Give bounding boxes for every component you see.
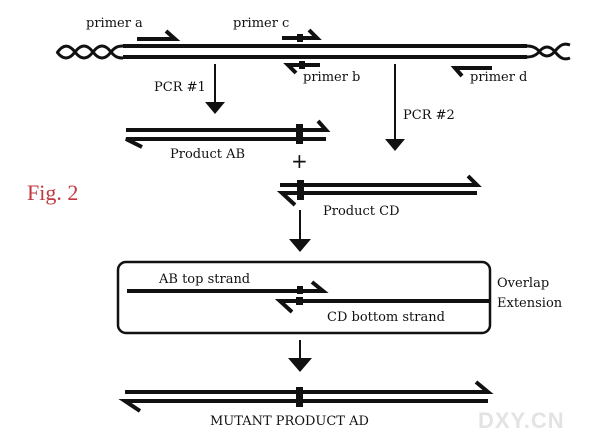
- product-ab-top-strand: [126, 119, 331, 132]
- ab-top-strand-label: AB top strand: [159, 272, 251, 287]
- primer-a-arrow: [137, 29, 181, 41]
- product-cd-mutation-mark: [297, 180, 304, 200]
- template-right-helix-2: [526, 45, 571, 61]
- primer-d-arrow: [450, 66, 492, 78]
- product-cd: [276, 174, 482, 207]
- extension-label: Extension: [497, 296, 563, 311]
- product-ab: [125, 119, 331, 149]
- primer-c-label: primer c: [233, 16, 290, 31]
- mutant-mutation-mark: [296, 387, 303, 407]
- overlap-label: Overlap: [497, 276, 550, 291]
- mutant-product-label: MUTANT PRODUCT AD: [210, 414, 369, 429]
- template-right-helix: [526, 42, 571, 58]
- watermark: DXY.CN: [478, 408, 565, 433]
- product-ab-label: Product AB: [170, 147, 246, 162]
- mutant-product-ad: [118, 380, 494, 413]
- cd-bottom-strand-line: [274, 299, 489, 314]
- cd-bottom-mutation-mark: [296, 297, 303, 305]
- product-cd-top-strand: [280, 174, 482, 187]
- pcr1-arrow-head: [205, 102, 225, 114]
- product-ab-mutation-mark: [296, 124, 303, 144]
- arrow-to-mutant-head: [288, 358, 312, 372]
- mutant-top-strand: [125, 380, 494, 394]
- product-cd-label: Product CD: [323, 204, 400, 219]
- pcr1-label: PCR #1: [154, 80, 206, 95]
- template-dna: [55, 42, 571, 61]
- plus-sign: +: [291, 149, 308, 173]
- primer-b-label: primer b: [303, 70, 361, 85]
- ab-top-strand-line: [127, 280, 329, 293]
- cd-bottom-strand-label: CD bottom strand: [327, 310, 445, 325]
- primer-b-mutation-mark: [299, 61, 305, 69]
- primer-a-label: primer a: [86, 16, 143, 31]
- product-ab-bottom-strand: [125, 137, 326, 149]
- ab-top-mutation-mark: [297, 286, 303, 294]
- primer-c-arrow: [282, 28, 322, 40]
- primer-c-mutation-mark: [297, 34, 303, 42]
- pcr2-label: PCR #2: [403, 108, 455, 123]
- figure-label: Fig. 2: [27, 180, 79, 205]
- primer-d-label: primer d: [470, 70, 528, 85]
- pcr2-arrow-head: [385, 139, 405, 151]
- template-left-helix-2: [55, 44, 124, 60]
- mutant-bottom-strand: [118, 399, 488, 413]
- product-cd-bottom-strand: [276, 191, 477, 207]
- overlap-extension-box: [116, 260, 492, 335]
- arrow-to-overlap-head: [289, 239, 311, 252]
- primer-b-arrow: [283, 63, 320, 75]
